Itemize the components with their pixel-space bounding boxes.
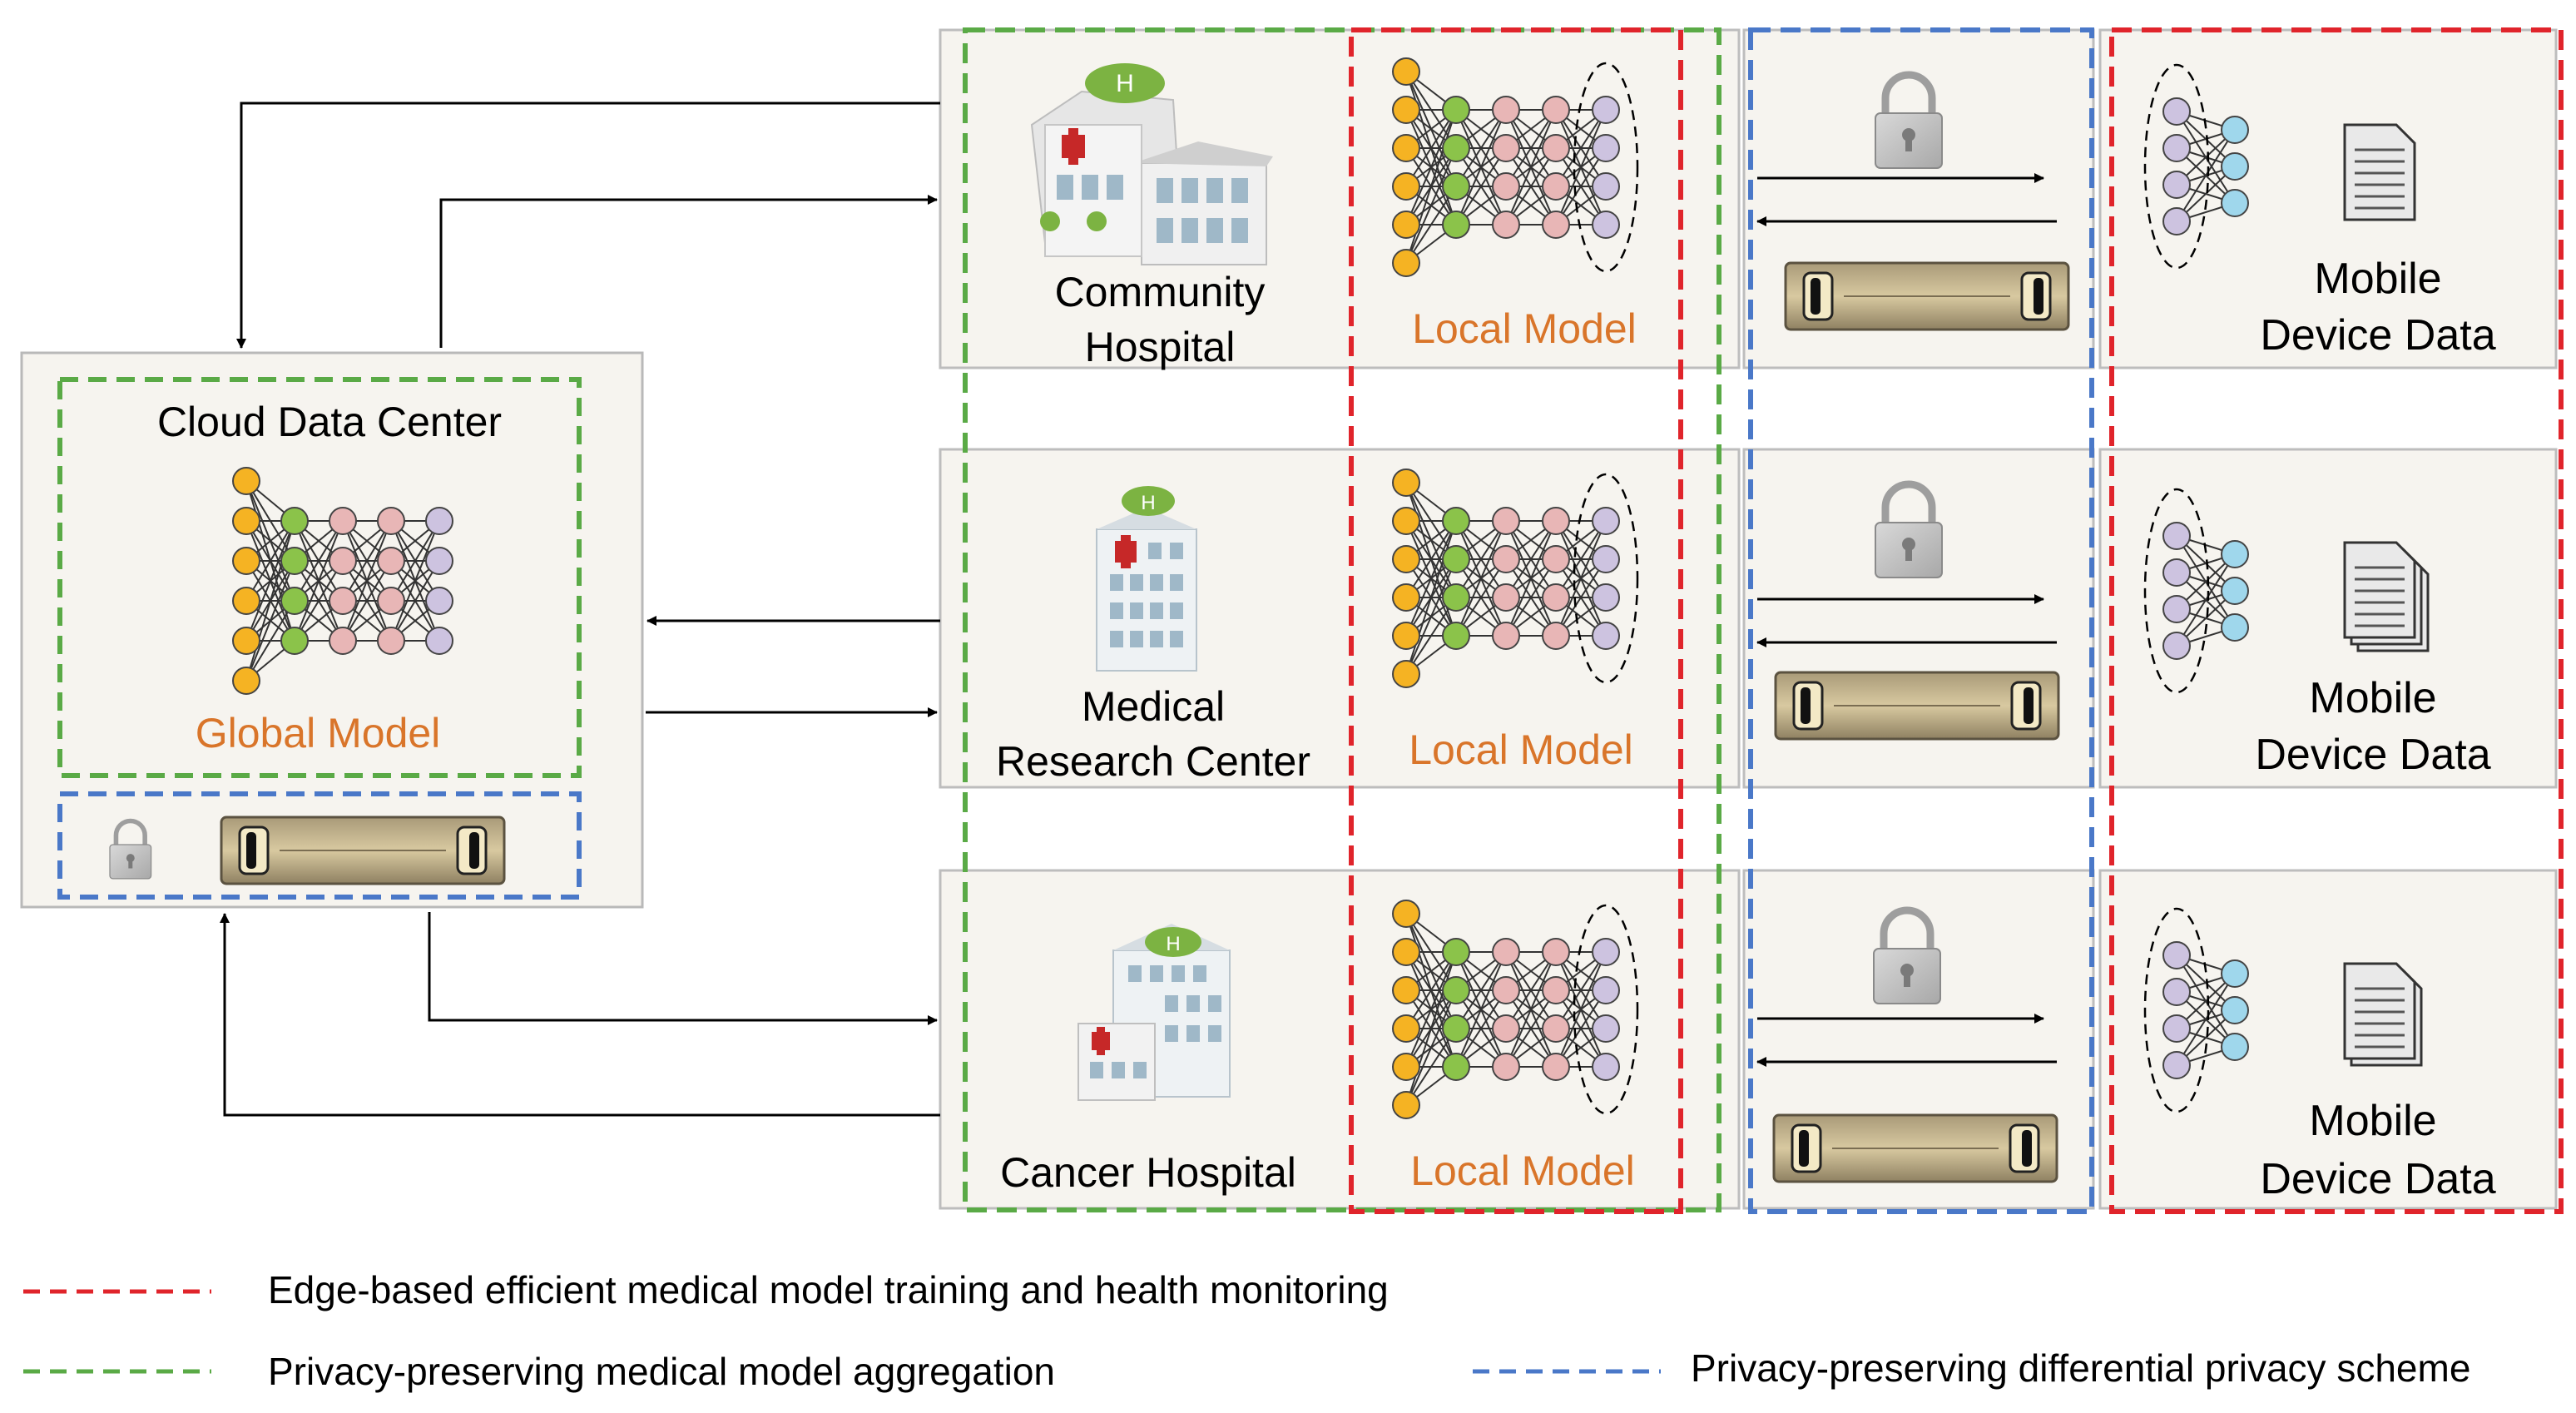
row-1-download-arrow — [439, 195, 938, 348]
row-2-edge-panel — [939, 448, 1741, 789]
cloud-connections — [220, 102, 940, 1117]
local-model-1-network-icon — [1392, 57, 1639, 277]
cloud-server-icon — [220, 816, 506, 885]
row-3-download-arrow — [428, 912, 938, 1025]
legend-red-text: Edge-based efficient medical model train… — [268, 1268, 1389, 1311]
device-2-network-icon — [2143, 488, 2249, 694]
facility-1-line-1: Community — [1055, 269, 1266, 315]
row-3-upload-arrow — [220, 913, 940, 1117]
cloud-blue-region — [57, 791, 582, 900]
green-aggregation-region — [963, 27, 1721, 1212]
facility-2-line-2: Research Center — [996, 738, 1310, 785]
blue-privacy-region — [1748, 27, 2094, 1214]
global-model-label: Global Model — [196, 710, 441, 756]
device-2-line-2: Device Data — [2255, 731, 2490, 779]
legend-green-text: Privacy-preserving medical model aggrega… — [268, 1350, 1055, 1393]
row-1-device-panel — [2098, 28, 2558, 369]
local-model-2-network-icon — [1392, 469, 1639, 688]
legend: Edge-based efficient medical model train… — [23, 1268, 2470, 1393]
device-3-line-2: Device Data — [2260, 1155, 2495, 1203]
row-1-document-icon — [2343, 123, 2416, 221]
cancer-hospital-building-icon: H — [1077, 924, 1231, 1101]
svg-text:H: H — [1141, 492, 1155, 514]
link-arrows — [1756, 173, 2057, 1067]
cloud-title: Cloud Data Center — [157, 399, 502, 445]
device-1-line-2: Device Data — [2260, 311, 2495, 359]
svg-text:H: H — [1166, 933, 1180, 955]
device-1-network-icon — [2143, 63, 2249, 270]
medical-research-center-building-icon: H — [1096, 486, 1197, 672]
device-2-line-1: Mobile — [2309, 674, 2436, 722]
row-1-server-icon — [1784, 261, 2070, 331]
row-3-document-stack-icon — [2343, 962, 2423, 1067]
legend-blue-text: Privacy-preserving differential privacy … — [1691, 1346, 2470, 1390]
row-2-server-icon — [1774, 671, 2060, 741]
cloud-data-center: Cloud Data Center Global Model — [20, 351, 644, 909]
global-model-network-icon — [232, 467, 453, 695]
svg-text:H: H — [1116, 70, 1134, 97]
local-model-3-label: Local Model — [1410, 1148, 1635, 1194]
cloud-green-region — [57, 377, 582, 778]
local-model-3-network-icon — [1392, 900, 1639, 1119]
red-edge-region — [1349, 27, 1683, 1214]
cloud-panel — [20, 351, 644, 909]
device-1-line-1: Mobile — [2314, 255, 2441, 303]
device-3-network-icon — [2143, 907, 2249, 1113]
facility-1-line-2: Hospital — [1085, 324, 1236, 370]
local-model-2-label: Local Model — [1409, 726, 1633, 773]
device-3-line-1: Mobile — [2309, 1097, 2436, 1145]
facility-2-line-1: Medical — [1082, 683, 1225, 730]
facility-3-name: Cancer Hospital — [1000, 1149, 1296, 1196]
community-hospital-building-icon: H — [1030, 63, 1273, 265]
local-model-1-label: Local Model — [1412, 305, 1637, 352]
row-1-upload-arrow — [236, 102, 940, 349]
row-3-server-icon — [1772, 1113, 2058, 1183]
red-device-region — [2109, 27, 2564, 1214]
region-outlines — [963, 27, 2564, 1214]
